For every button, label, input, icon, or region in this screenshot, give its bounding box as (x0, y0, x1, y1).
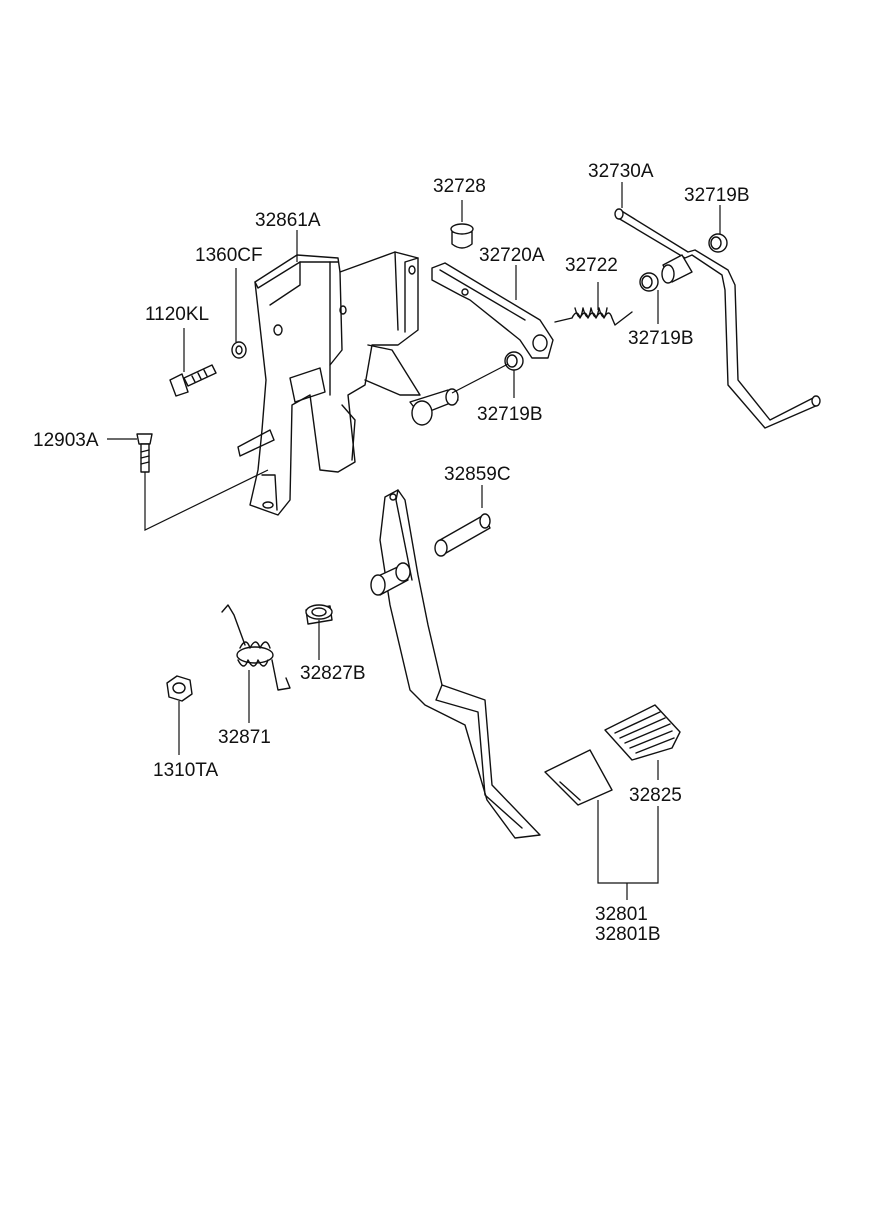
label-32827B: 32827B (300, 663, 366, 684)
label-32801: 32801 (595, 904, 648, 925)
label-1120KL: 1120KL (145, 304, 209, 325)
nut-1310TA (166, 675, 193, 702)
label-32859C: 32859C (444, 464, 511, 485)
bushing-32719B-top (708, 233, 728, 253)
label-32722: 32722 (565, 255, 618, 276)
label-1360CF: 1360CF (195, 245, 263, 266)
pedal-pad-32825 (604, 704, 681, 761)
label-32861A: 32861A (255, 210, 321, 231)
bolt-1120KL (169, 364, 217, 397)
label-1310TA: 1310TA (153, 760, 218, 781)
washer-1360CF (231, 341, 247, 359)
spring-32722 (554, 307, 633, 326)
label-32720A: 32720A (479, 245, 545, 266)
pedal-pad-32801 (544, 749, 613, 806)
label-32825: 32825 (629, 785, 682, 806)
label-32719B-top: 32719B (684, 185, 750, 206)
label-32801B: 32801B (595, 924, 661, 945)
pedal-bracket (237, 251, 459, 516)
pin-32859C (434, 513, 491, 557)
pedal-arm (370, 489, 541, 839)
stopper-32728 (450, 223, 474, 249)
label-32719B-low: 32719B (477, 404, 543, 425)
rod-32730A (614, 208, 821, 429)
lever-plate-32720A (431, 262, 554, 359)
label-32871: 32871 (218, 727, 271, 748)
label-32730A: 32730A (588, 161, 654, 182)
spring-32871 (221, 604, 291, 691)
bolt-12903A (136, 433, 153, 473)
bushing-32719B-mid (639, 272, 659, 292)
bushing-32827B (305, 604, 333, 625)
leader-lines (107, 182, 721, 900)
label-32728: 32728 (433, 176, 486, 197)
label-32719B-mid: 32719B (628, 328, 694, 349)
label-12903A: 12903A (33, 430, 99, 451)
bushing-32719B-low (504, 351, 524, 371)
